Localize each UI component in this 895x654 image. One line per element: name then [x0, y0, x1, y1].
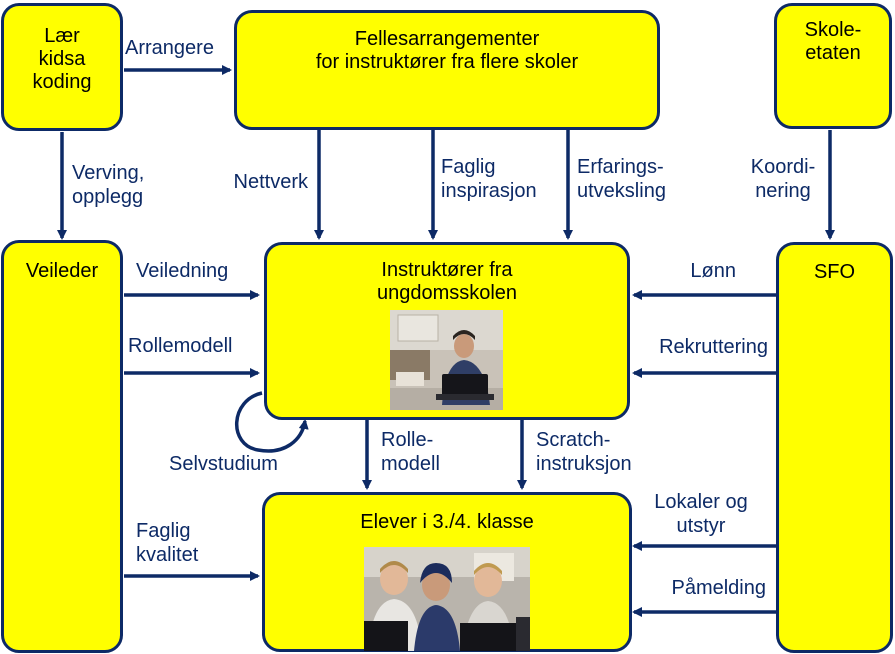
label-text: kvalitet: [136, 544, 199, 566]
label-text: Rollemodell: [128, 335, 233, 357]
box-text-line: Fellesarrangementer: [354, 28, 540, 50]
label-rollemodell: Rollemodell: [128, 334, 233, 358]
label-text: Lønn: [690, 260, 736, 282]
label-pamelding: Påmelding: [640, 576, 766, 600]
box-text-line: for instruktører fra flere skoler: [315, 51, 579, 73]
label-text: Arrangere: [125, 37, 214, 59]
label-text: Påmelding: [671, 577, 766, 599]
label-text: utstyr: [676, 515, 726, 537]
label-text: Selvstudium: [169, 453, 278, 475]
label-erfaringsutveksling: Erfarings- utveksling: [577, 155, 666, 203]
box-text-line: kidsa: [38, 48, 86, 70]
box-title: Veileder: [25, 260, 99, 282]
label-text: inspirasjon: [441, 180, 537, 202]
box-veileder: Veileder: [1, 240, 123, 653]
pupils-photo: [364, 547, 530, 651]
box-text-line: Skole-: [804, 19, 862, 41]
box-skoleetaten: Skole- etaten: [774, 3, 892, 129]
box-text-line: koding: [32, 71, 92, 93]
label-text: utveksling: [577, 180, 666, 202]
label-faglig-kvalitet: Faglig kvalitet: [136, 519, 198, 567]
label-text: Lokaler og: [654, 491, 748, 513]
box-fellesarrangementer: Fellesarrangementer for instruktører fra…: [234, 10, 660, 130]
label-text: nering: [755, 180, 811, 202]
label-lokaler: Lokaler og utstyr: [640, 490, 762, 538]
label-text: Erfarings-: [577, 156, 664, 178]
label-scratch: Scratch- instruksjon: [536, 428, 632, 476]
label-text: Faglig: [441, 156, 496, 178]
label-text: opplegg: [72, 186, 144, 208]
label-text: Rolle-: [381, 429, 434, 451]
label-text: modell: [381, 453, 440, 475]
label-text: Faglig: [136, 520, 191, 542]
label-arrangere: Arrangere: [125, 36, 214, 60]
arrow-selvstudium: [234, 391, 309, 453]
box-laer-kidsa-koding: Lær kidsa koding: [1, 3, 123, 131]
label-text: Veiledning: [136, 260, 229, 282]
label-rolle-modell: Rolle- modell: [381, 428, 440, 476]
box-title: SFO: [813, 261, 856, 283]
box-text-line: Lær: [44, 25, 80, 47]
label-text: Nettverk: [233, 171, 308, 193]
label-text: Koordi-: [750, 156, 816, 178]
label-koordinering: Koordi- nering: [738, 155, 828, 203]
label-text: Verving,: [72, 162, 145, 184]
instructor-photo: [390, 310, 503, 410]
label-text: Scratch-: [536, 429, 611, 451]
label-nettverk: Nettverk: [214, 170, 308, 194]
label-verving: Verving, opplegg: [72, 161, 144, 209]
label-veiledning: Veiledning: [136, 259, 228, 283]
box-sfo: SFO: [776, 242, 893, 653]
box-text-line: etaten: [805, 42, 861, 64]
label-text: instruksjon: [536, 453, 632, 475]
label-faglig-inspirasjon: Faglig inspirasjon: [441, 155, 537, 203]
box-title: Elever i 3./4. klasse: [360, 511, 534, 533]
label-selvstudium: Selvstudium: [169, 452, 278, 476]
box-text-line: ungdomsskolen: [376, 282, 518, 304]
label-lonn: Lønn: [646, 259, 736, 283]
box-text-line: Instruktører fra: [381, 259, 513, 281]
label-rekruttering: Rekruttering: [626, 335, 768, 359]
label-text: Rekruttering: [659, 336, 768, 358]
